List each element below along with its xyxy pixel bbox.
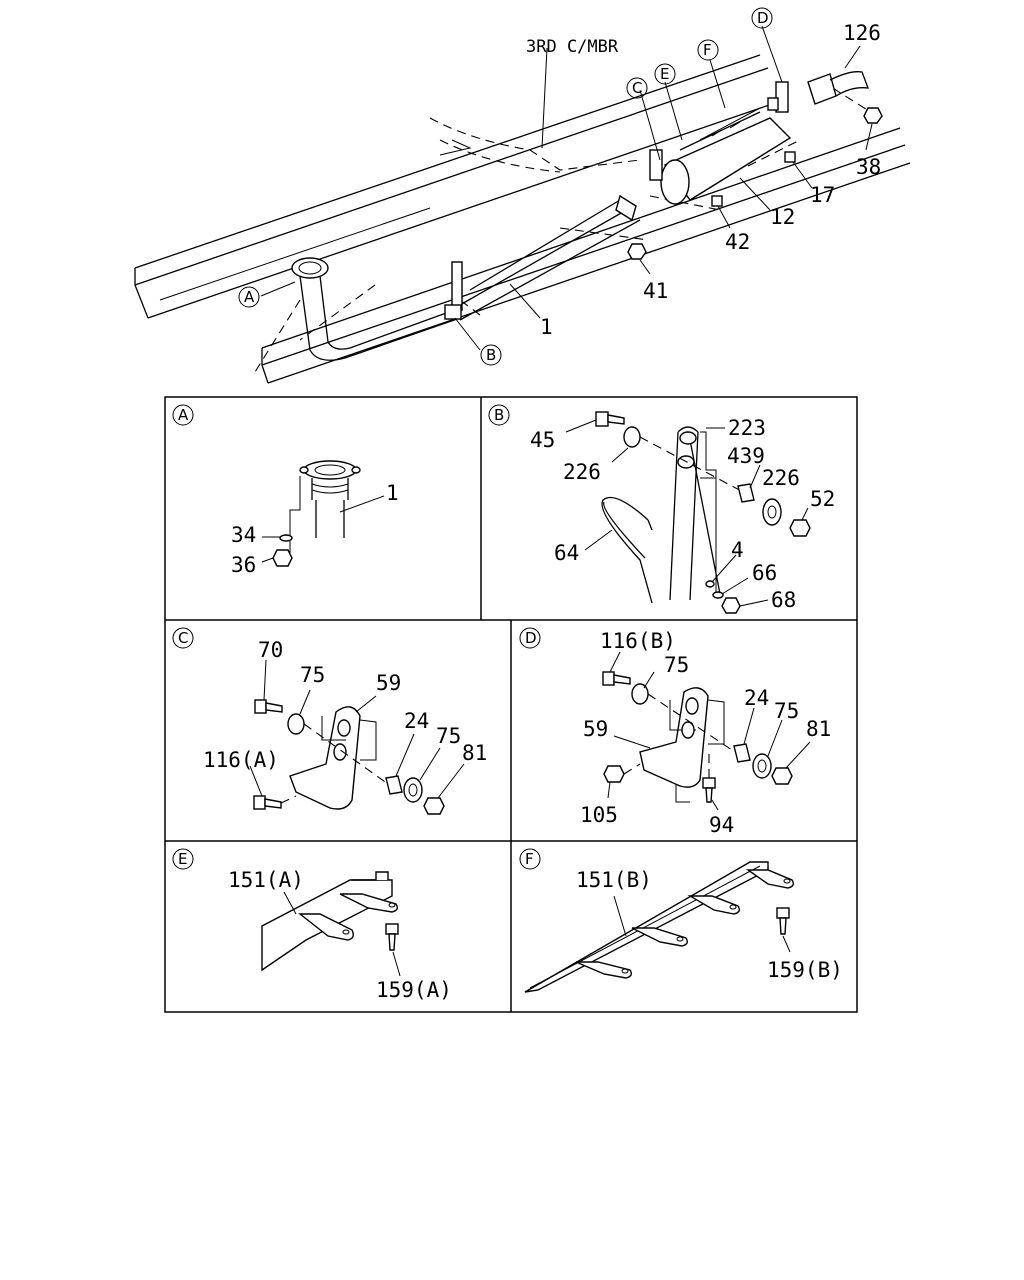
panel-b-label-52: 52: [810, 487, 835, 511]
panel-b-label-223: 223: [728, 416, 766, 440]
ref-circle-c: C: [626, 77, 648, 99]
panel-b-label-66: 66: [752, 561, 777, 585]
panel-f-drawing: [524, 861, 795, 993]
callout-42: 42: [725, 230, 750, 254]
panel-f-label-151b: 151(B): [576, 868, 652, 892]
ref-circle-a: A: [238, 286, 260, 308]
panel-c-label-116a: 116(A): [203, 748, 279, 772]
panel-b-label-4: 4: [731, 538, 744, 562]
panel-a-drawing: [261, 460, 385, 567]
svg-text:B: B: [494, 406, 504, 424]
panel-d-ref: D: [519, 627, 541, 649]
panel-d-label-59: 59: [583, 717, 608, 741]
svg-text:C: C: [178, 629, 188, 647]
panel-c-label-24: 24: [404, 709, 429, 733]
callout-17: 17: [810, 183, 835, 207]
ref-circle-d: D: [751, 7, 773, 29]
panel-e-ref: E: [172, 848, 194, 870]
panel-d-drawing: [602, 651, 811, 811]
svg-text:D: D: [525, 629, 537, 647]
panel-d: D: [519, 627, 831, 837]
detail-panels-frame: [164, 396, 858, 1013]
panel-d-label-94: 94: [709, 813, 734, 837]
svg-text:F: F: [703, 41, 712, 59]
panel-a-ref: A: [172, 404, 194, 426]
svg-text:E: E: [178, 850, 187, 868]
callout-38: 38: [856, 155, 881, 179]
panel-a-label-36: 36: [231, 553, 256, 577]
svg-text:A: A: [178, 406, 189, 424]
panel-b-drawing: [565, 411, 811, 614]
callout-126: 126: [843, 21, 881, 45]
svg-text:B: B: [486, 346, 496, 364]
panel-b-label-45: 45: [530, 428, 555, 452]
svg-text:A: A: [244, 288, 255, 306]
panel-b-label-68: 68: [771, 588, 796, 612]
svg-text:C: C: [632, 79, 642, 97]
panel-c-drawing: [249, 659, 465, 815]
panel-e-label-159a: 159(A): [376, 978, 452, 1002]
panel-f-label-159b: 159(B): [767, 958, 843, 982]
callout-41: 41: [643, 279, 668, 303]
panel-e-drawing: [261, 871, 401, 977]
svg-text:D: D: [757, 9, 769, 27]
panel-f-ref: F: [519, 848, 541, 870]
svg-text:F: F: [525, 850, 534, 868]
panel-e-label-151a: 151(A): [228, 868, 304, 892]
panel-c-ref: C: [172, 627, 194, 649]
panel-a-label-34: 34: [231, 523, 256, 547]
third-cross-member-label: 3RD C/MBR: [526, 37, 619, 57]
panel-b-ref: B: [488, 404, 510, 426]
panel-d-label-75-right: 75: [774, 699, 799, 723]
panel-c-label-59: 59: [376, 671, 401, 695]
panel-c-label-75-right: 75: [436, 724, 461, 748]
panel-c-label-75: 75: [300, 663, 325, 687]
panel-c: C: [172, 627, 487, 815]
panel-b-label-226-large: 226: [762, 466, 800, 490]
panel-d-label-116b: 116(B): [600, 629, 676, 653]
panel-a-label-1: 1: [386, 481, 399, 505]
panel-b-label-439: 439: [727, 444, 765, 468]
panel-f: F 151(B) 159(B): [519, 848, 843, 993]
panel-d-label-81: 81: [806, 717, 831, 741]
panel-e: E 151(A) 159(A): [172, 848, 452, 1002]
panel-b-label-226-small: 226: [563, 460, 601, 484]
panel-c-label-81: 81: [462, 741, 487, 765]
panel-d-label-105: 105: [580, 803, 618, 827]
panel-b: B: [488, 404, 835, 614]
panel-c-label-70: 70: [258, 638, 283, 662]
panel-d-label-75: 75: [664, 653, 689, 677]
overview-drawing: [134, 25, 911, 384]
callout-12: 12: [770, 205, 795, 229]
callout-1: 1: [540, 315, 553, 339]
panel-b-label-64: 64: [554, 541, 579, 565]
svg-text:E: E: [660, 65, 669, 83]
ref-circle-b: B: [480, 344, 502, 366]
panel-a: A 1 34 36: [172, 404, 399, 577]
ref-circle-e: E: [654, 63, 676, 85]
panel-d-label-24: 24: [744, 686, 769, 710]
ref-circle-f: F: [697, 39, 719, 61]
